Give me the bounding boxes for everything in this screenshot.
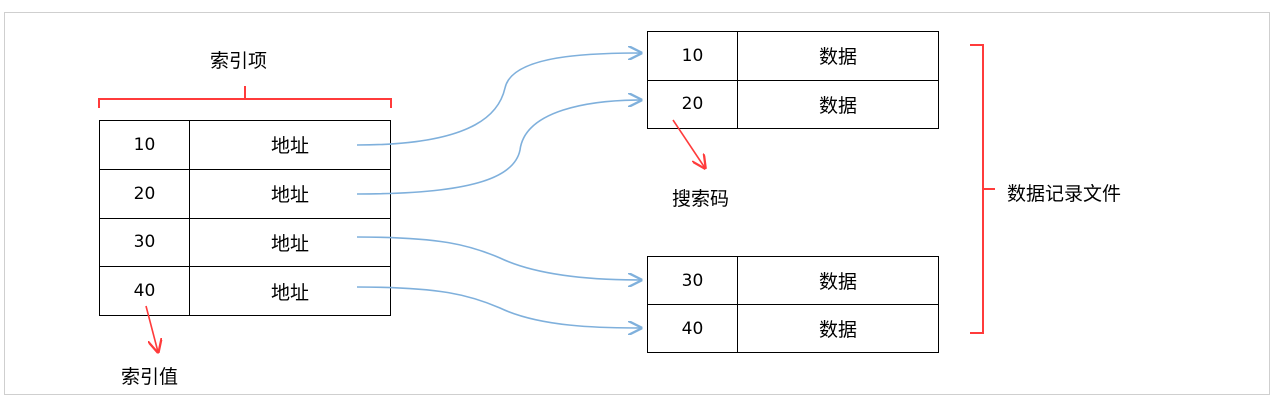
data-file-label: 数据记录文件 xyxy=(1007,183,1122,205)
data-block-2: 30 数据 40 数据 xyxy=(647,256,939,353)
data-key-cell: 10 xyxy=(647,31,738,81)
data-block-1: 10 数据 20 数据 xyxy=(647,31,939,129)
index-value-label: 索引值 xyxy=(121,366,179,388)
data-value-cell: 数据 xyxy=(737,304,939,353)
data-file-bracket xyxy=(970,44,995,334)
index-row: 40 地址 xyxy=(99,266,391,316)
data-key-cell: 30 xyxy=(647,256,738,305)
index-address-cell: 地址 xyxy=(189,266,391,316)
pointer-arrow-40 xyxy=(356,286,641,328)
index-value-arrow xyxy=(145,305,158,352)
search-key-arrow xyxy=(672,119,705,168)
pointer-arrow-20 xyxy=(356,100,641,195)
data-key-cell: 20 xyxy=(647,79,738,129)
data-key-cell: 40 xyxy=(647,304,738,353)
data-row: 40 数据 xyxy=(647,304,939,353)
index-item-label: 索引项 xyxy=(210,50,268,72)
pointer-arrow-10 xyxy=(356,53,641,146)
data-row: 20 数据 xyxy=(647,79,939,129)
search-key-label: 搜索码 xyxy=(672,188,730,210)
data-value-cell: 数据 xyxy=(737,256,939,305)
index-item-bracket xyxy=(98,86,392,108)
data-value-cell: 数据 xyxy=(737,79,939,129)
pointer-arrow-30 xyxy=(356,236,641,280)
diagram-frame xyxy=(4,12,1270,395)
data-row: 30 数据 xyxy=(647,256,939,305)
index-row: 30 地址 xyxy=(99,217,391,268)
